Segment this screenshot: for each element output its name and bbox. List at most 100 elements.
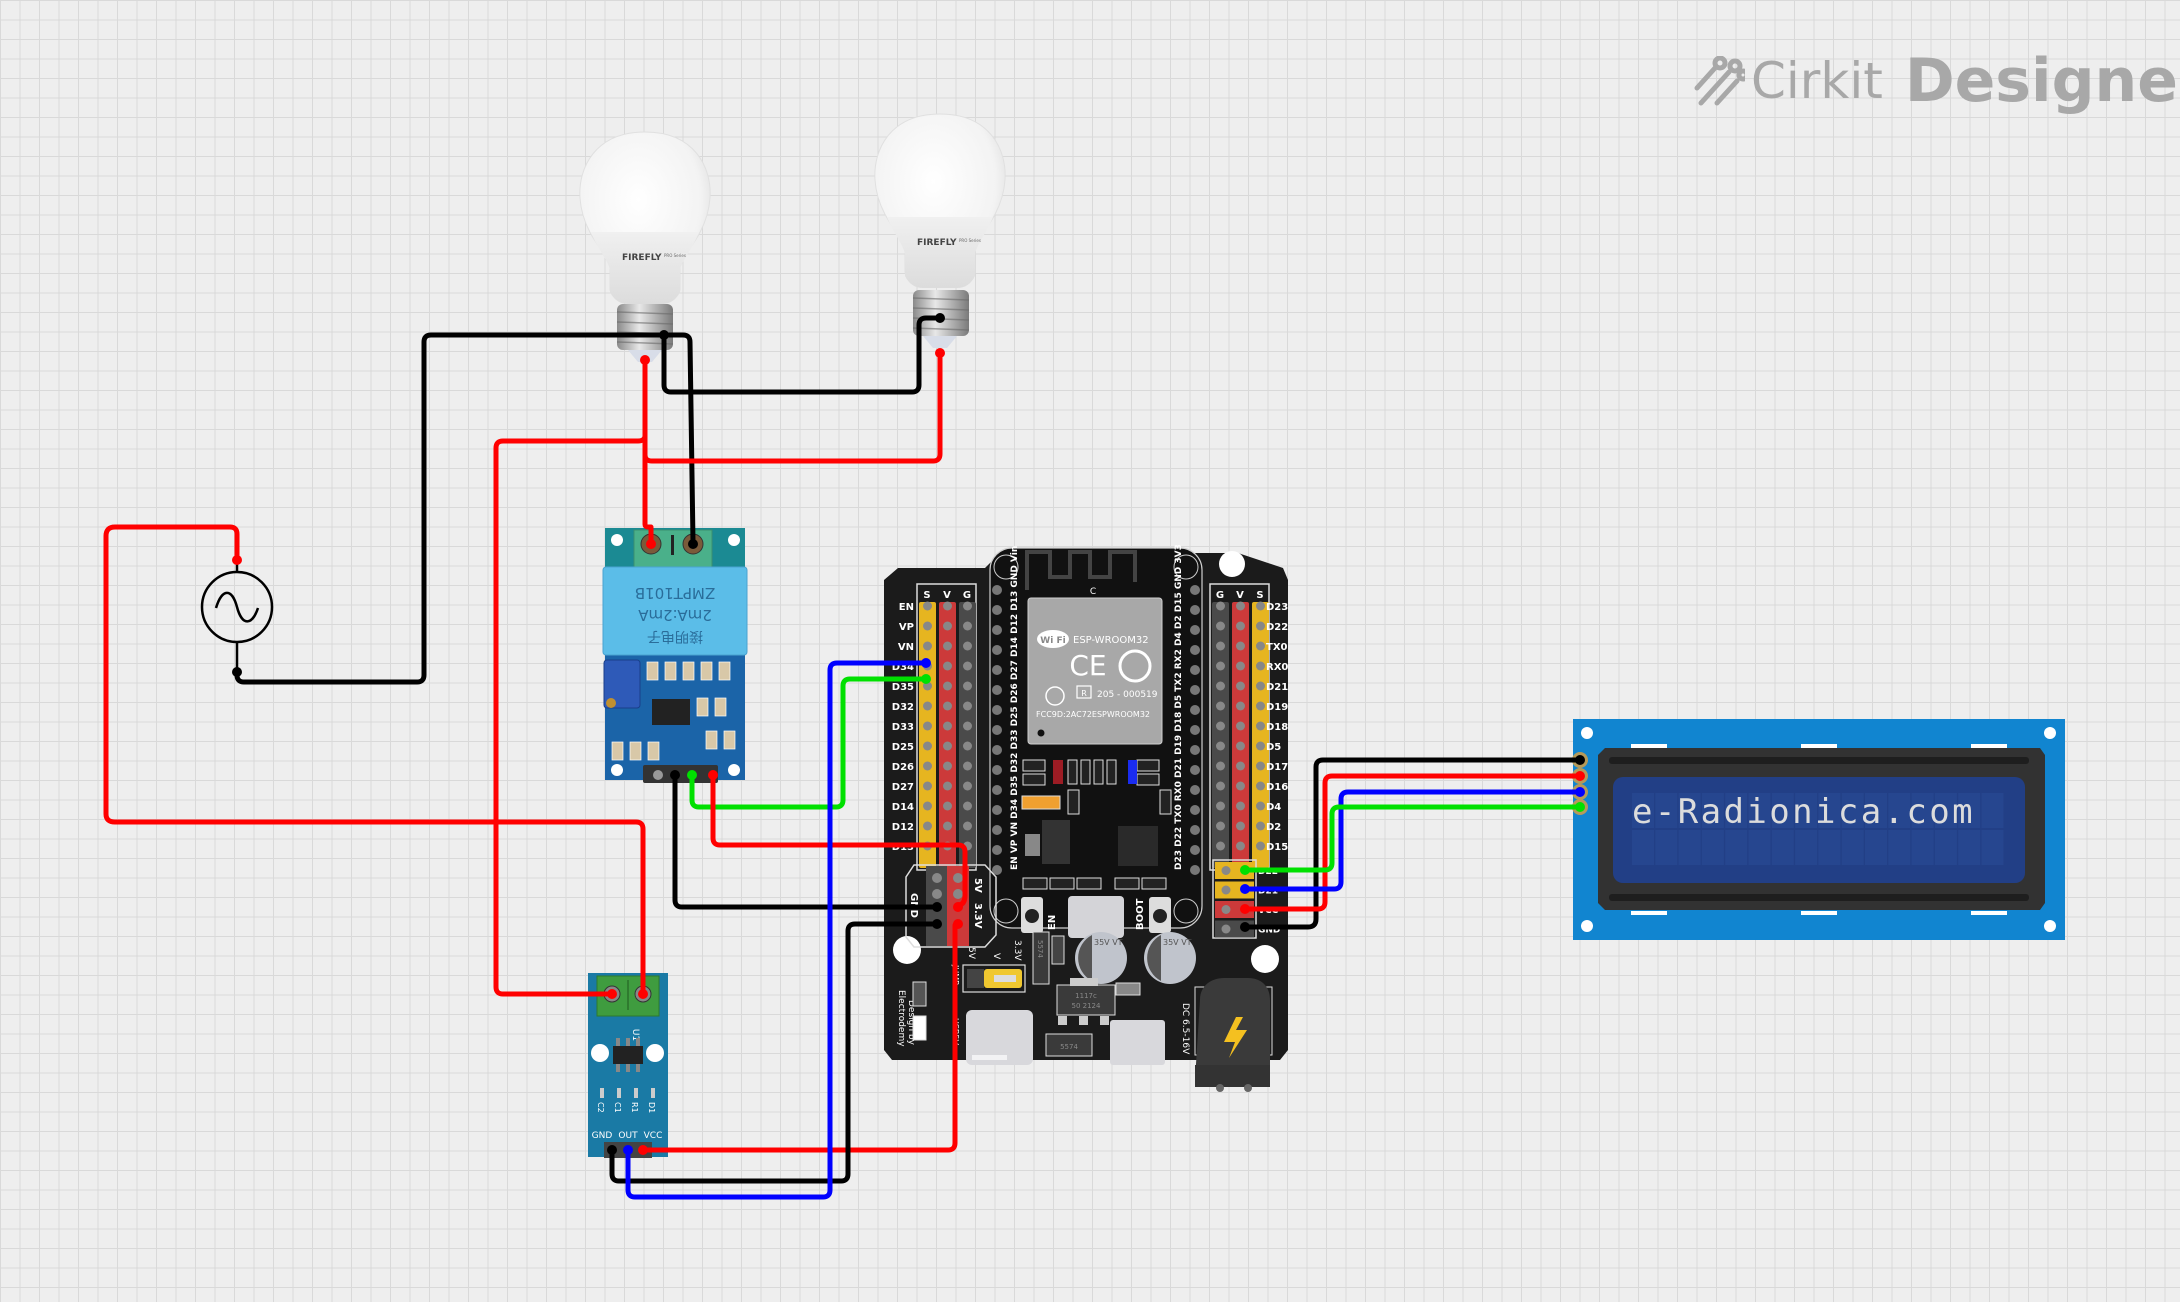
esp-33v-pin-1[interactable]: [953, 902, 963, 912]
bulb1-neutral-terminal[interactable]: [659, 330, 669, 340]
header-pin[interactable]: [1216, 741, 1225, 751]
acs712-current-sensor[interactable]: U1 C2 C1 R1 D1 GND OUT VCC: [588, 973, 668, 1158]
header-pin[interactable]: [943, 721, 952, 731]
header-pin[interactable]: [1216, 601, 1225, 611]
wire-lcd-scl[interactable]: [1242, 804, 1583, 873]
bulb1-live-terminal[interactable]: [640, 355, 650, 365]
wire-lcd-gnd[interactable]: [1242, 757, 1583, 930]
header-pin[interactable]: [923, 801, 932, 811]
esp-gnd-pin-1[interactable]: [932, 902, 942, 912]
header-pin[interactable]: [963, 821, 972, 831]
header-pin[interactable]: [1216, 761, 1225, 771]
header-pin[interactable]: [943, 661, 952, 671]
header-pin[interactable]: [963, 761, 972, 771]
header-pin[interactable]: [1221, 866, 1231, 875]
acs-pin-gnd[interactable]: [607, 1145, 617, 1155]
wire-live-to-acs[interactable]: [493, 433, 648, 997]
header-pin[interactable]: [963, 721, 972, 731]
header-pin[interactable]: [1236, 821, 1245, 831]
header-pin[interactable]: [1216, 801, 1225, 811]
esp-i2c-d21[interactable]: [1240, 884, 1250, 894]
usb-c-port[interactable]: [966, 1010, 1033, 1065]
lcd-gnd-dot[interactable]: [1575, 755, 1585, 765]
header-pin[interactable]: [1236, 601, 1245, 611]
header-pin[interactable]: [1256, 601, 1265, 611]
header-pin[interactable]: [923, 601, 932, 611]
lcd-vcc-dot[interactable]: [1575, 771, 1585, 781]
header-pin[interactable]: [1256, 841, 1265, 851]
acs-pin-out[interactable]: [623, 1145, 633, 1155]
wire-bulb1-live[interactable]: [642, 357, 654, 547]
zmpt-pin-gnd[interactable]: [670, 770, 680, 780]
wire-lcd-sda[interactable]: [1242, 789, 1583, 892]
header-pin[interactable]: [963, 781, 972, 791]
zmpt-input-l[interactable]: [646, 539, 656, 549]
bulb2-live-terminal[interactable]: [935, 348, 945, 358]
header-pin[interactable]: [923, 781, 932, 791]
header-pin[interactable]: [1256, 621, 1265, 631]
header-pin[interactable]: [943, 741, 952, 751]
header-pin[interactable]: [1221, 885, 1231, 895]
header-pin[interactable]: [1236, 781, 1245, 791]
header-pin[interactable]: [1236, 721, 1245, 731]
wire-ac-live[interactable]: [103, 524, 646, 997]
lcd-sda-dot[interactable]: [1575, 787, 1585, 797]
header-pin[interactable]: [923, 621, 932, 631]
header-pin[interactable]: [963, 661, 972, 671]
header-pin[interactable]: [1221, 924, 1231, 934]
header-pin[interactable]: [923, 701, 932, 711]
micro-usb-power-port[interactable]: [1110, 1020, 1165, 1065]
header-pin[interactable]: [1216, 721, 1225, 731]
header-pin[interactable]: [1236, 681, 1245, 691]
header-pin[interactable]: [1236, 801, 1245, 811]
header-pin[interactable]: [963, 701, 972, 711]
header-pin[interactable]: [1216, 621, 1225, 631]
header-pin[interactable]: [1256, 701, 1265, 711]
header-pin[interactable]: [923, 741, 932, 751]
wire-acs-out[interactable]: [625, 660, 929, 1200]
wire-acs-gnd[interactable]: [609, 921, 940, 1184]
header-pin[interactable]: [1256, 761, 1265, 771]
wire-acs-vcc[interactable]: [640, 922, 958, 1153]
light-bulb-2[interactable]: FIREFLY PRO Series: [874, 113, 1006, 348]
header-pin[interactable]: [923, 761, 932, 771]
header-pin[interactable]: [943, 701, 952, 711]
wire-lcd-vcc[interactable]: [1242, 773, 1583, 912]
esp32-expansion-board[interactable]: C Wi Fi ESP-WROOM32 CE R 205 - 000519 FC…: [884, 544, 1288, 1092]
header-pin[interactable]: [943, 801, 952, 811]
header-pin[interactable]: [943, 821, 952, 831]
wire-zmpt-gnd[interactable]: [672, 772, 940, 910]
header-pin[interactable]: [963, 601, 972, 611]
wire-bulb2-live[interactable]: [642, 350, 943, 464]
wire-ac-neutral[interactable]: [234, 332, 696, 685]
bulb2-neutral-terminal[interactable]: [935, 313, 945, 323]
zmpt-input-n[interactable]: [688, 539, 698, 549]
esp-i2c-gnd[interactable]: [1240, 922, 1250, 932]
esp-pin-d35[interactable]: [921, 674, 931, 684]
lcd-scl-dot[interactable]: [1575, 802, 1585, 812]
header-pin[interactable]: [1216, 701, 1225, 711]
header-pin[interactable]: [1236, 841, 1245, 851]
zmpt-pin-out[interactable]: [687, 770, 697, 780]
header-pin[interactable]: [1216, 641, 1225, 651]
acs-terminal-2[interactable]: [638, 989, 648, 999]
header-pin[interactable]: [1256, 821, 1265, 831]
header-pin[interactable]: [1256, 801, 1265, 811]
pin-unused[interactable]: [653, 770, 663, 780]
header-pin[interactable]: [1236, 641, 1245, 651]
header-pin[interactable]: [943, 761, 952, 771]
header-pin[interactable]: [1256, 721, 1265, 731]
light-bulb-1[interactable]: FIREFLY PRO Series: [579, 131, 711, 362]
ac-live-terminal[interactable]: [232, 555, 242, 565]
header-pin[interactable]: [1216, 841, 1225, 851]
header-pin[interactable]: [1256, 741, 1265, 751]
header-pin[interactable]: [1216, 681, 1225, 691]
esp-33v-pin-2[interactable]: [953, 919, 963, 929]
acs-terminal-1[interactable]: [607, 989, 617, 999]
header-pin[interactable]: [943, 641, 952, 651]
header-pin[interactable]: [963, 641, 972, 651]
header-pin[interactable]: [1236, 741, 1245, 751]
header-pin[interactable]: [1221, 905, 1231, 914]
esp-gnd-pin-2[interactable]: [932, 919, 942, 929]
esp-i2c-d22[interactable]: [1240, 865, 1250, 875]
